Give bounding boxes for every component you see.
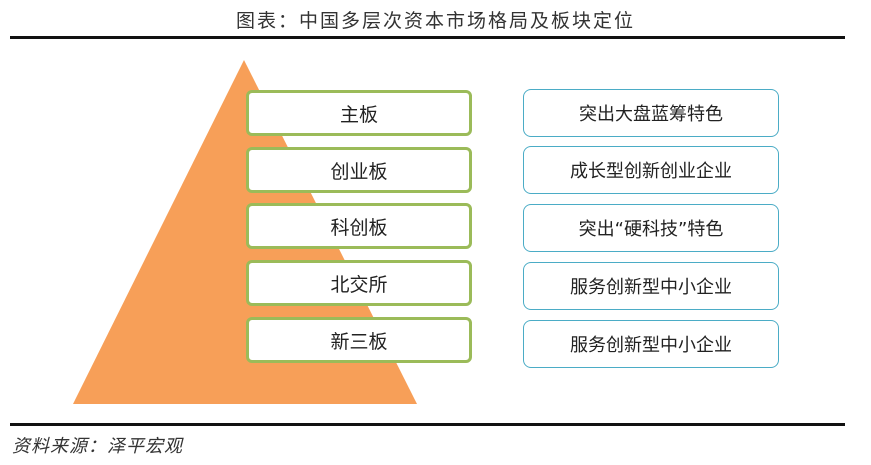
- tier-main-board: 主板: [246, 90, 472, 136]
- feature-label: 服务创新型中小企业: [570, 335, 732, 356]
- tier-label: 北交所: [330, 273, 388, 296]
- bottom-rule: [10, 423, 845, 426]
- feature-label: 突出“硬科技”特色: [578, 219, 724, 240]
- tier-neeq: 新三板: [246, 317, 472, 363]
- tier-label: 新三板: [330, 330, 388, 353]
- feature-star-market: 突出“硬科技”特色: [523, 204, 779, 252]
- source-note: 资料来源：泽平宏观: [12, 436, 183, 457]
- feature-bse: 服务创新型中小企业: [523, 262, 779, 310]
- tier-label: 主板: [339, 103, 378, 126]
- top-rule: [10, 36, 845, 39]
- feature-main-board: 突出大盘蓝筹特色: [523, 89, 779, 137]
- feature-label: 服务创新型中小企业: [570, 277, 732, 298]
- tier-label: 创业板: [330, 160, 388, 183]
- feature-neeq: 服务创新型中小企业: [523, 320, 779, 368]
- tier-label: 科创板: [330, 216, 388, 239]
- feature-chinext: 成长型创新创业企业: [523, 146, 779, 194]
- feature-label: 成长型创新创业企业: [570, 161, 732, 182]
- feature-label: 突出大盘蓝筹特色: [579, 104, 723, 125]
- tier-bse: 北交所: [246, 260, 472, 306]
- tier-chinext: 创业板: [246, 147, 472, 193]
- figure-title: 图表：中国多层次资本市场格局及板块定位: [235, 10, 635, 32]
- tier-star-market: 科创板: [246, 203, 472, 249]
